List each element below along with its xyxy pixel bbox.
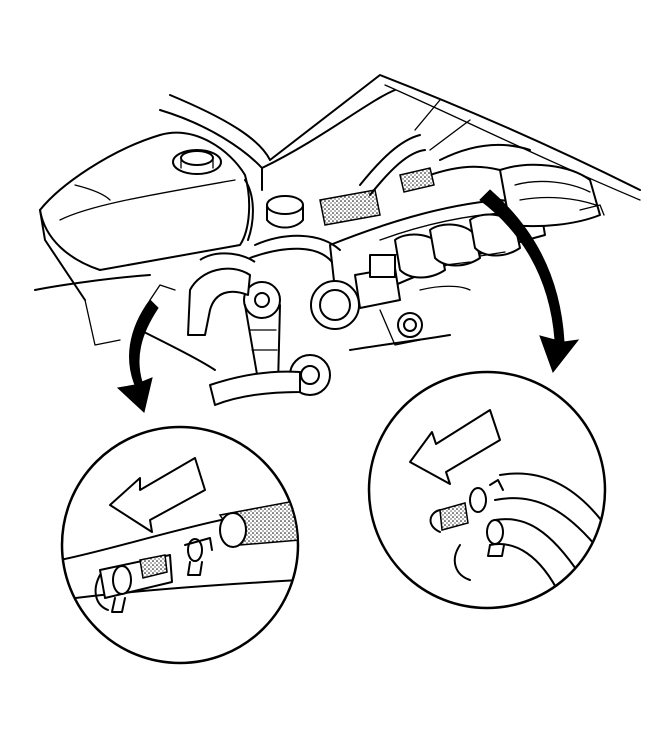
inset-left: [60, 425, 300, 665]
inset-right: [367, 370, 607, 610]
hood-outline: [159, 74, 641, 201]
callout-arrow-right: [479, 189, 580, 374]
throttle-body: [310, 254, 423, 346]
hose-clamp: [112, 565, 132, 595]
hose-clamp-3: [469, 487, 487, 513]
lower-structure: [34, 274, 471, 371]
coolant-reservoir: [39, 131, 254, 301]
oil-filler-cap: [266, 195, 304, 229]
callout-arrow-left: [116, 299, 159, 413]
direction-arrow-left: [109, 457, 206, 533]
hose-clamp-4: [486, 519, 504, 545]
coolant-hoses: [187, 134, 435, 406]
hose-clamp-2: [187, 538, 203, 562]
intake-runners: [429, 143, 605, 228]
direction-arrow-left-2: [409, 409, 501, 485]
